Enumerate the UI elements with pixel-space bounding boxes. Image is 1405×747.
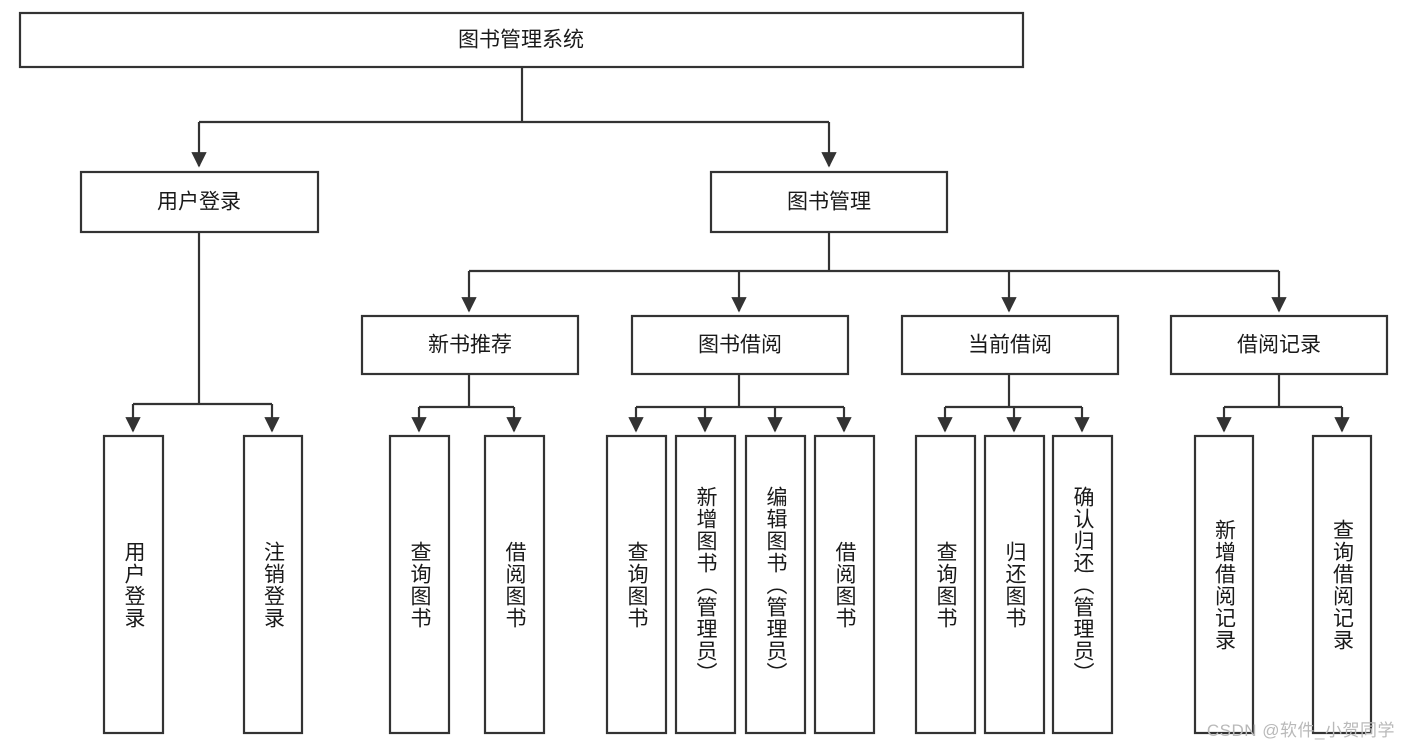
node-label-book-manage: 图书管理 [787,191,871,214]
node-box-leaf-edit-book[interactable] [744,434,807,735]
node-box-leaf-user-logout[interactable] [242,434,304,735]
node-box-leaf-query-book-3[interactable] [914,434,977,735]
node-label-user-login: 用户登录 [157,191,241,214]
node-box-leaf-confirm-return[interactable] [1051,434,1114,735]
node-box-leaf-user-login[interactable] [102,434,165,735]
node-label-new-book-recommend: 新书推荐 [428,334,512,357]
node-label-borrow-record: 借阅记录 [1237,334,1321,357]
watermark-text: CSDN @软件_小贺同学 [1206,721,1395,740]
node-label-current-borrow: 当前借阅 [968,334,1052,357]
node-label-book-borrow: 图书借阅 [698,334,782,357]
node-box-new-book-recommend[interactable] [360,314,580,376]
node-box-leaf-query-book-2[interactable] [605,434,668,735]
node-box-leaf-add-book[interactable] [674,434,737,735]
node-box-leaf-return-book[interactable] [983,434,1046,735]
node-box-current-borrow[interactable] [900,314,1120,376]
node-box-leaf-query-book-1[interactable] [388,434,451,735]
node-box-leaf-borrow-book-2[interactable] [813,434,876,735]
node-box-user-login[interactable] [79,170,320,234]
node-box-root[interactable] [18,11,1025,69]
node-box-leaf-query-record[interactable] [1311,434,1373,735]
node-box-leaf-borrow-book-1[interactable] [483,434,546,735]
node-label-root: 图书管理系统 [458,29,584,52]
node-box-leaf-add-record[interactable] [1193,434,1255,735]
